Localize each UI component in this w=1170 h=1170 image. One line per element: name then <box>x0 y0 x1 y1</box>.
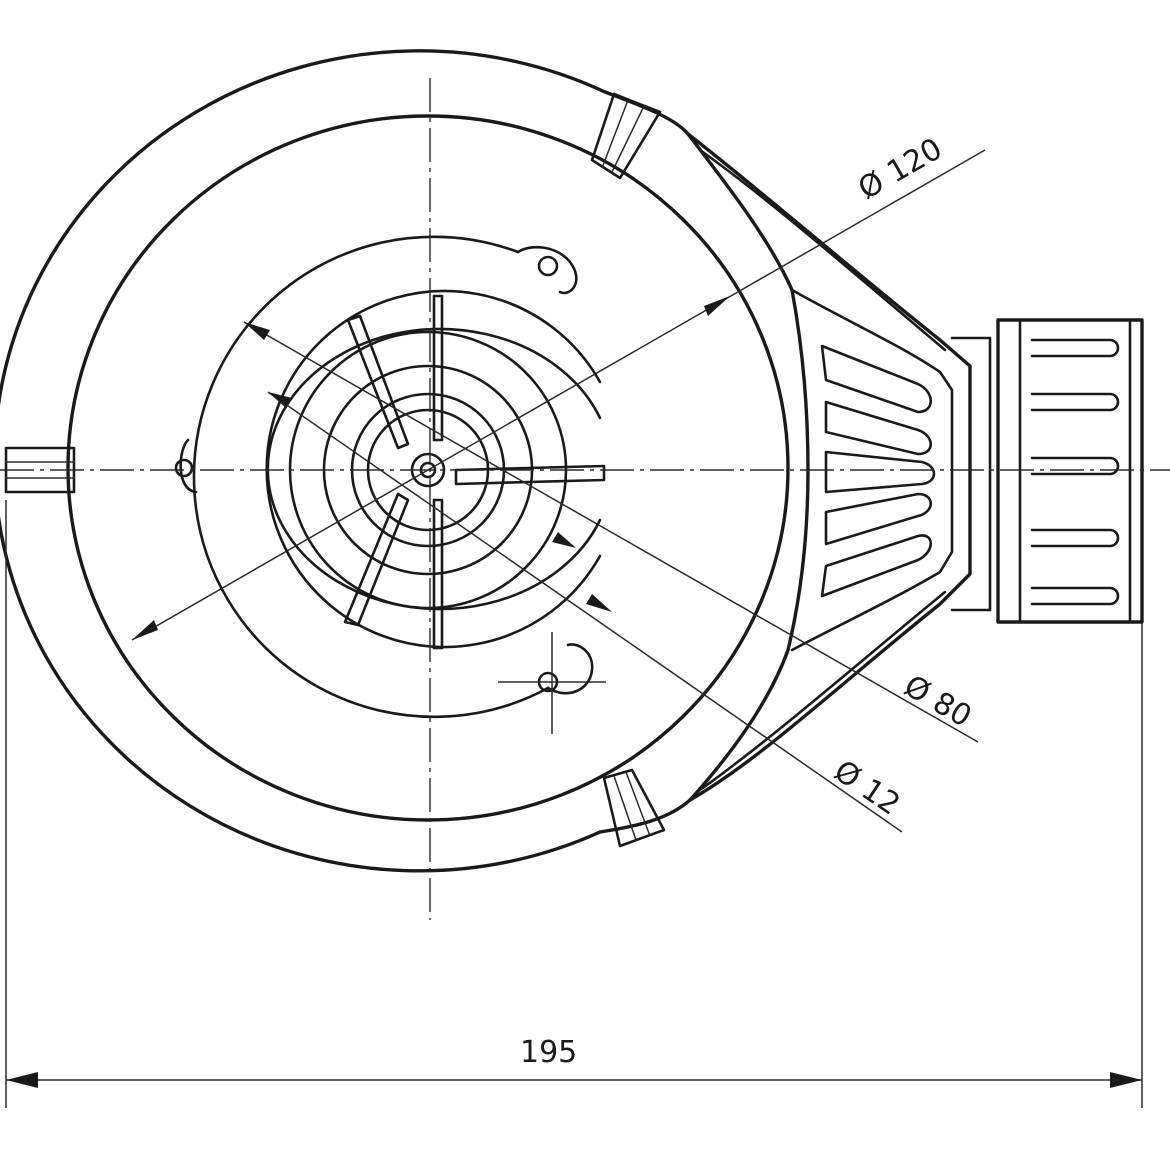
fixing-hole-left <box>174 458 194 478</box>
dimension-diameter-80: Ø 80 <box>898 669 977 735</box>
grate-ring-2 <box>266 327 602 611</box>
dimension-diameter-12: Ø 12 <box>828 754 907 823</box>
grate-outline <box>192 235 550 719</box>
thread-slots <box>1030 338 1120 606</box>
flange-notches <box>4 92 666 848</box>
drain-body <box>0 49 810 873</box>
cone-ribs <box>820 344 936 598</box>
threaded-outlet <box>950 318 1144 624</box>
center-lines <box>0 78 1170 920</box>
dimension-overall-width: 195 <box>520 1035 577 1070</box>
flange-right-edge <box>598 90 810 834</box>
dimension-lines <box>5 149 1143 1108</box>
outer-flange <box>0 49 607 873</box>
outlet-cone <box>686 132 972 802</box>
grate-spokes <box>343 294 606 650</box>
fixing-hole-top <box>537 255 559 277</box>
inner-bowl <box>66 114 790 822</box>
dimension-diameter-120: Ø 120 <box>853 131 949 207</box>
